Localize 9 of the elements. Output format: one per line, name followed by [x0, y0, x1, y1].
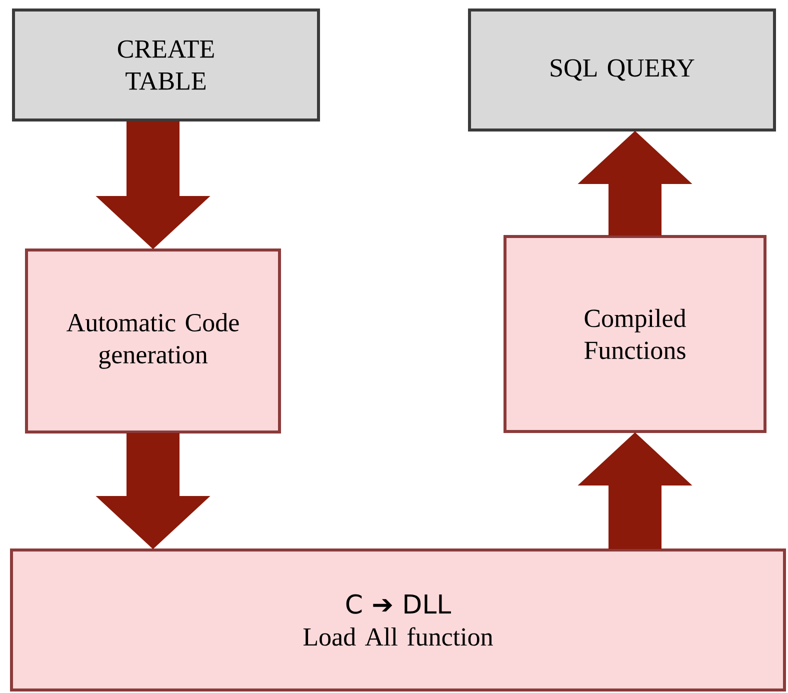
block-arrow: [578, 432, 692, 549]
block-arrow: [96, 121, 210, 250]
process-box: Automatic Code generation: [25, 248, 281, 434]
process-box: C ➔ DLL Load All function: [10, 548, 786, 692]
block-arrow: [578, 130, 692, 236]
process-box: Compiled Functions: [504, 235, 766, 433]
table-box: CREATE TABLE: [12, 8, 320, 122]
block-arrow: [96, 433, 210, 550]
table-box: SQL QUERY: [468, 8, 776, 132]
